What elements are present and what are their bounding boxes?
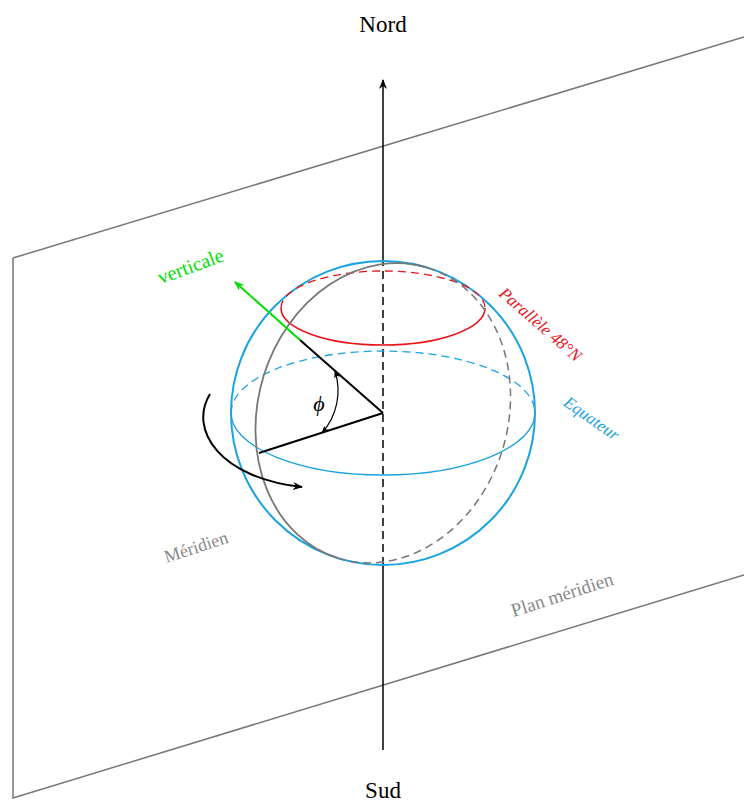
axis: [382, 565, 384, 750]
radius-equator: [259, 413, 383, 453]
rotation-arrow: [203, 394, 302, 487]
parallel-label: Parallèle 48°N: [496, 284, 585, 364]
north-label: Nord: [359, 13, 406, 36]
vertical-arrow: [235, 282, 300, 340]
meridian-hidden: [339, 268, 547, 595]
parallel-hidden: [281, 271, 485, 308]
equator: [231, 413, 535, 475]
equator-hidden: [231, 351, 535, 413]
south-label: Sud: [365, 779, 401, 802]
sphere: [231, 261, 535, 565]
axis-arrow: [382, 80, 384, 262]
parallel: [281, 308, 485, 345]
meridian-label: Méridien: [162, 528, 230, 566]
radius-point: [300, 340, 383, 413]
plane-label: Plan méridien: [509, 569, 616, 620]
vertical-label: verticale: [154, 245, 226, 287]
meridian-plane: [13, 37, 744, 798]
equator-label: Equateur: [561, 393, 623, 443]
angle-label: ϕ: [313, 393, 324, 415]
meridian: [219, 231, 427, 558]
